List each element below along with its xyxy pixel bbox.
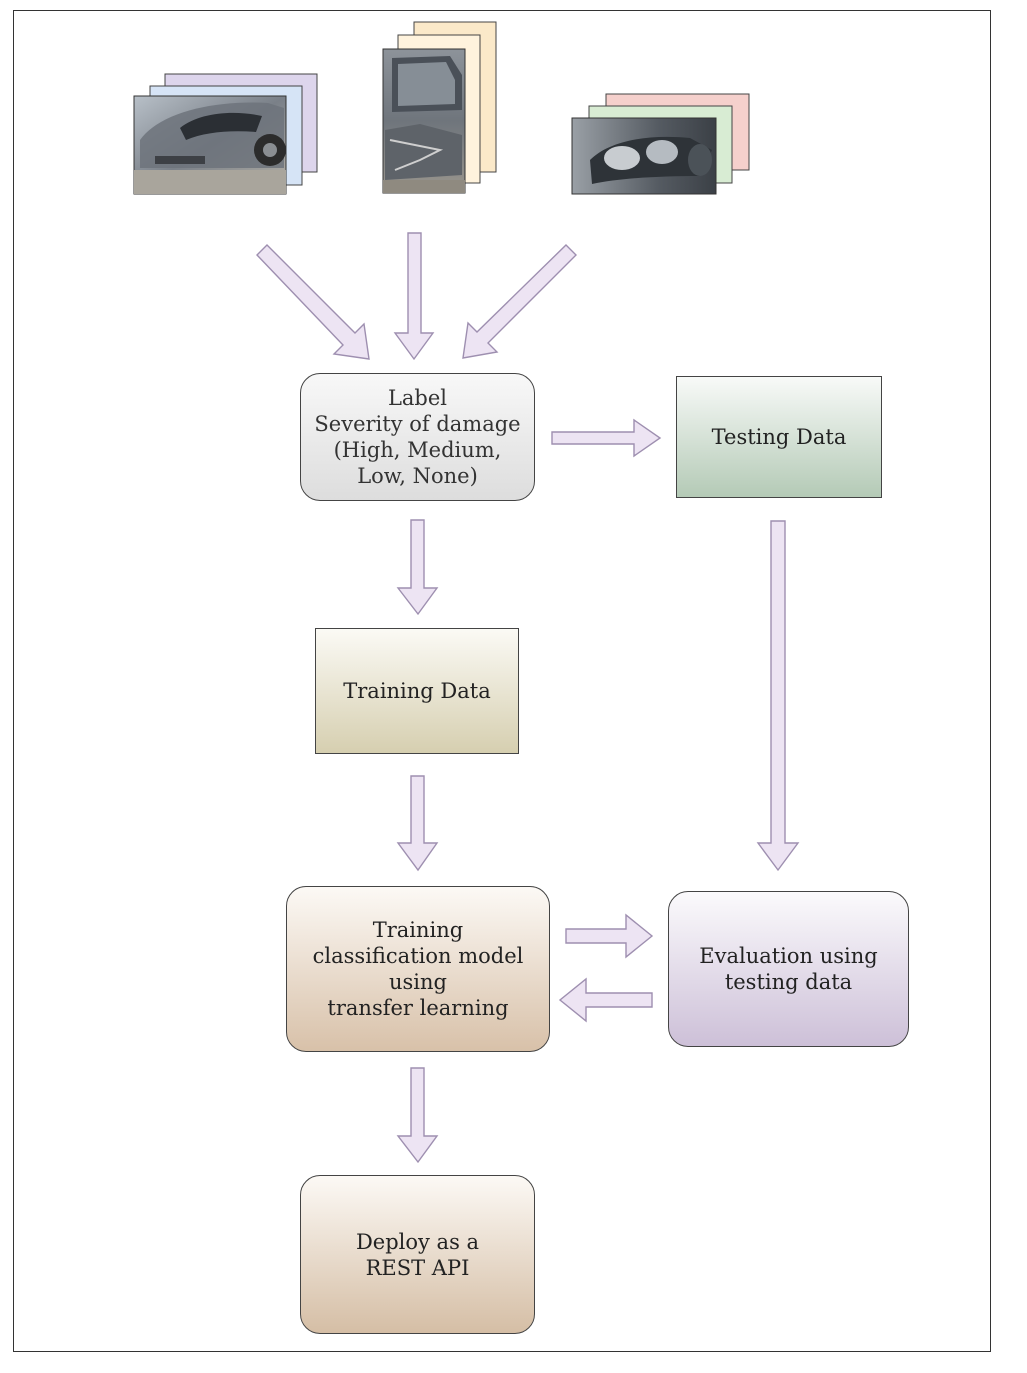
arrow-stack2-to-label: [393, 232, 435, 361]
arrow-stack1-to-label: [256, 244, 370, 360]
damaged-car-front-icon: [133, 95, 287, 195]
arrow-training-to-model: [396, 775, 439, 872]
damaged-car-side-icon: [382, 48, 466, 194]
evaluation-node: Evaluation using testing data: [668, 891, 909, 1047]
arrow-label-to-testing: [551, 418, 662, 458]
image-stack-headlight: [571, 93, 750, 195]
damaged-headlight-icon: [571, 117, 717, 195]
arrow-model-to-deploy: [396, 1067, 439, 1164]
arrow-model-to-eval: [565, 913, 654, 959]
label-node-text: Label Severity of damage (High, Medium, …: [314, 386, 521, 488]
deploy-text: Deploy as a REST API: [355, 1229, 480, 1280]
deploy-node: Deploy as a REST API: [300, 1175, 535, 1334]
label-node: Label Severity of damage (High, Medium, …: [300, 373, 535, 501]
training-data-node: Training Data: [315, 628, 519, 754]
training-data-text: Training Data: [343, 679, 491, 703]
arrow-label-to-training: [396, 519, 439, 616]
arrow-testing-to-eval: [756, 520, 800, 872]
training-model-text: Training classification model using tran…: [312, 918, 524, 1020]
training-model-node: Training classification model using tran…: [286, 886, 550, 1052]
evaluation-text: Evaluation using testing data: [699, 944, 878, 994]
arrow-stack3-to-label: [462, 244, 577, 359]
arrow-eval-to-model: [558, 977, 653, 1023]
image-stack-side: [382, 21, 497, 194]
image-stack-front: [133, 73, 318, 195]
testing-data-text: Testing Data: [711, 425, 847, 449]
testing-data-node: Testing Data: [676, 376, 882, 498]
